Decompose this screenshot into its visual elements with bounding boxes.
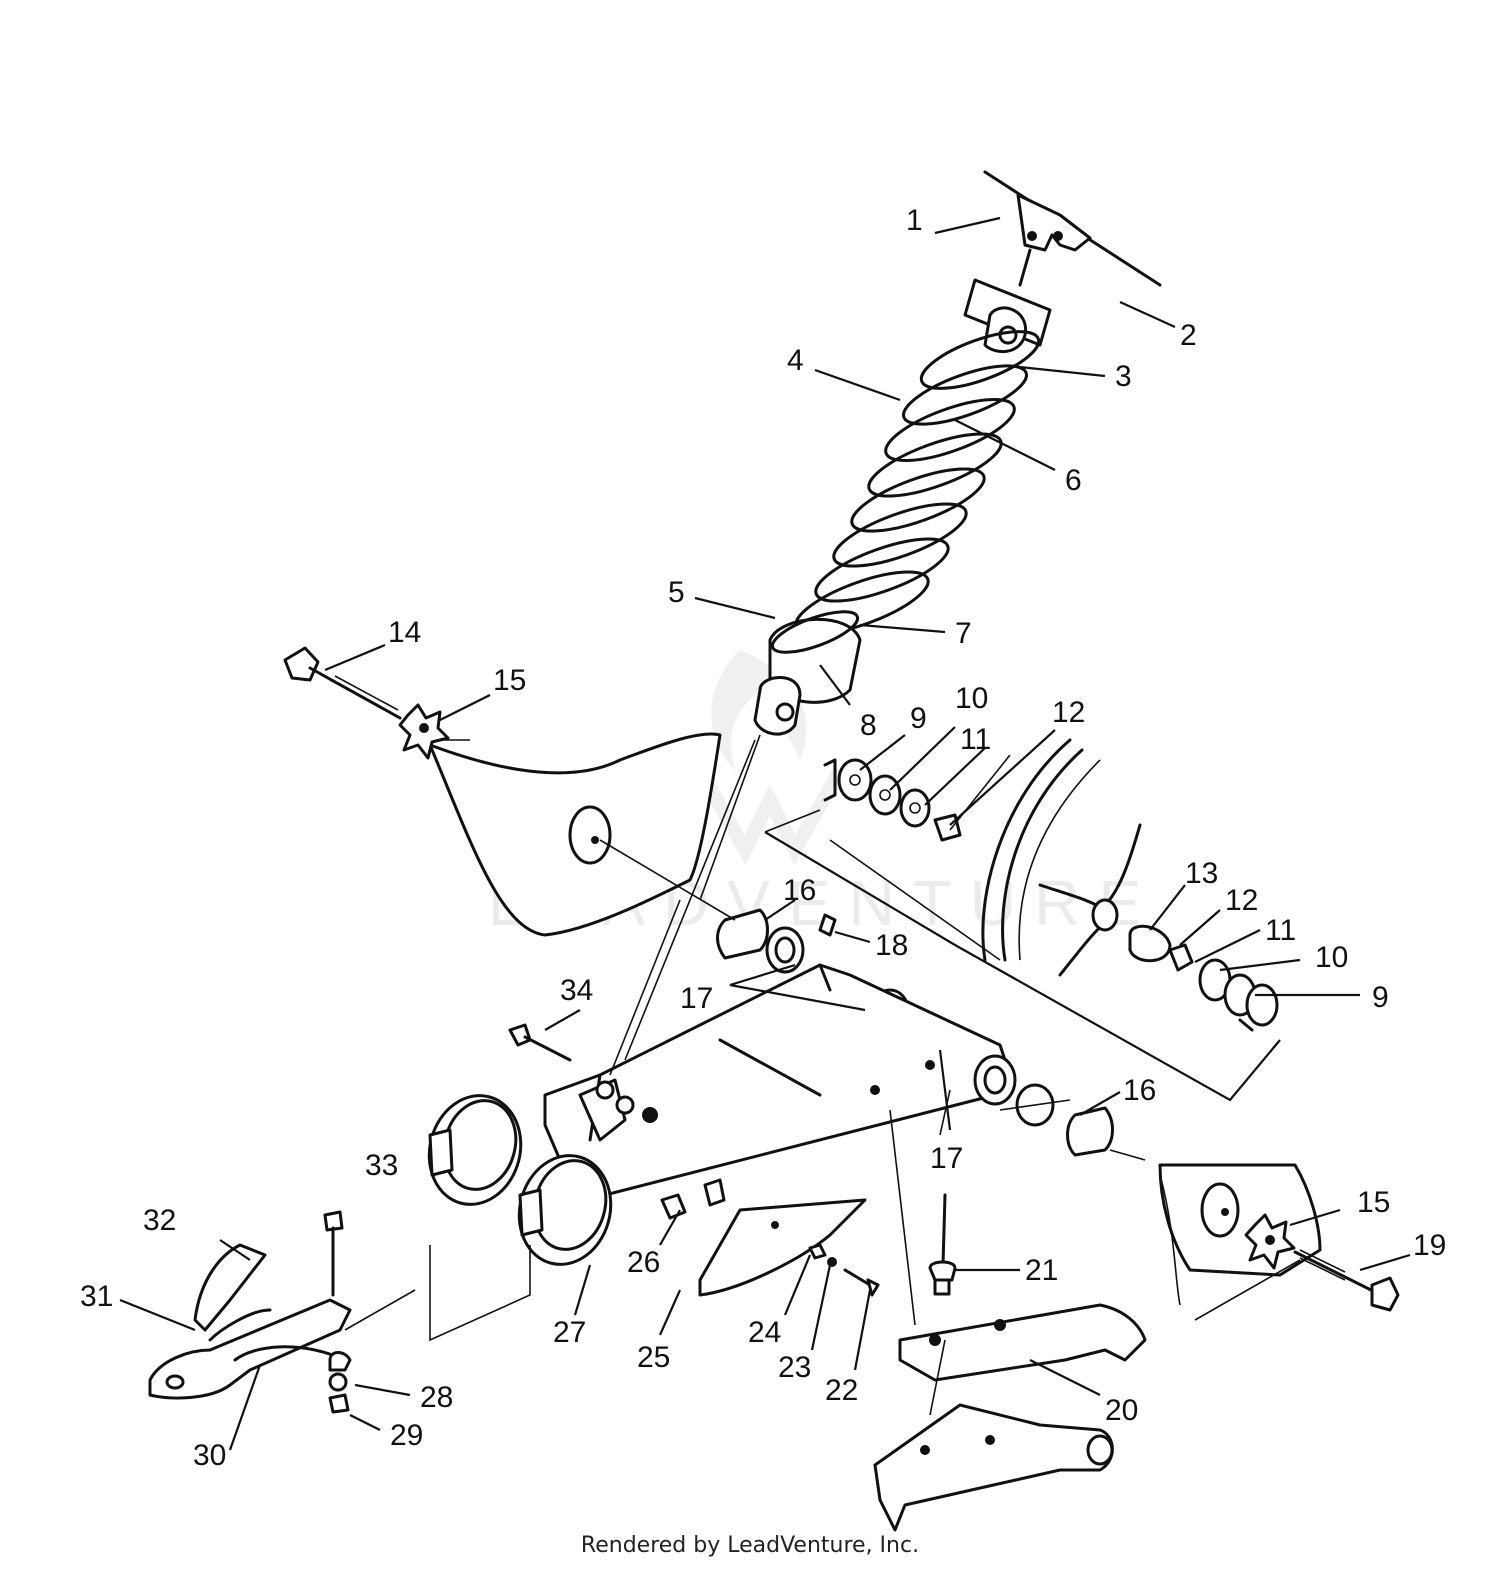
right-bracket-plate	[1158, 1163, 1322, 1306]
plate-20	[898, 1303, 1147, 1382]
bushings-lower	[1015, 1083, 1114, 1157]
stud-21	[928, 1193, 957, 1296]
lower-a-arm	[873, 1403, 1114, 1532]
callout-7: 7	[955, 617, 972, 650]
callout-4: 4	[787, 344, 804, 377]
washer-15-right	[1244, 1213, 1296, 1270]
callout-29: 29	[390, 1419, 423, 1452]
left-bracket-plate	[428, 732, 722, 937]
callout-10-lower: 10	[1315, 941, 1348, 974]
callout-6: 6	[1065, 464, 1082, 497]
callout-14: 14	[388, 616, 421, 649]
washer-15-left	[398, 703, 450, 760]
callout-labels: 1 2 3 4 5 6 7 8 9 10 11 12 13 12 11 10 9…	[80, 204, 1446, 1472]
wheel-edge	[981, 738, 1101, 962]
upper-hardware	[823, 758, 962, 842]
callout-16-upper: 16	[783, 874, 816, 907]
callout-5: 5	[668, 576, 685, 609]
callout-2: 2	[1180, 319, 1197, 352]
callout-28: 28	[420, 1381, 453, 1414]
callout-30: 30	[193, 1439, 226, 1472]
callout-20: 20	[1105, 1394, 1138, 1427]
lower-hardware	[1128, 924, 1279, 1032]
swing-arm	[427, 963, 1017, 1266]
bolt-33	[323, 1210, 344, 1297]
callout-19: 19	[1413, 1229, 1446, 1262]
callout-3: 3	[1115, 360, 1132, 393]
callout-15-left: 15	[493, 664, 526, 697]
callout-8: 8	[860, 709, 877, 742]
callout-13: 13	[1185, 857, 1218, 890]
callout-1: 1	[906, 204, 923, 237]
callout-27: 27	[553, 1316, 586, 1349]
callout-22: 22	[825, 1374, 858, 1407]
callout-34: 34	[560, 974, 593, 1007]
guide-lines	[344, 734, 1301, 1416]
frame-bracket	[983, 170, 1162, 287]
callout-12-upper: 12	[1052, 696, 1085, 729]
callout-11-upper: 11	[960, 723, 991, 756]
coil-spring	[794, 330, 1041, 636]
callout-15-right: 15	[1357, 1186, 1390, 1219]
callout-25: 25	[637, 1341, 670, 1374]
bolt-14	[283, 646, 402, 720]
callout-31: 31	[80, 1280, 113, 1313]
callout-32: 32	[143, 1204, 176, 1237]
callout-9-lower: 9	[1372, 981, 1389, 1014]
callout-11-lower: 11	[1265, 914, 1296, 947]
footer-credit: Rendered by LeadVenture, Inc.	[580, 1533, 920, 1558]
callout-16-lower: 16	[1123, 1074, 1156, 1107]
leader-lines	[119, 216, 1411, 1451]
callout-10-upper: 10	[955, 682, 988, 715]
callout-23: 23	[778, 1351, 811, 1384]
callout-18: 18	[875, 929, 908, 962]
bolt-34	[508, 1023, 572, 1062]
callout-17-upper: 17	[680, 982, 713, 1015]
callout-24: 24	[748, 1316, 781, 1349]
callout-12-lower: 12	[1225, 884, 1258, 917]
bolt-19	[1293, 1249, 1400, 1312]
skid-plate-25	[698, 1198, 867, 1297]
bracket-assembly-30	[148, 1243, 352, 1414]
callout-26: 26	[627, 1246, 660, 1279]
callout-9-upper: 9	[910, 702, 927, 735]
callout-33: 33	[365, 1149, 398, 1182]
hub-star	[1038, 823, 1142, 977]
callout-17-lower: 17	[930, 1142, 963, 1175]
shock-absorber	[753, 278, 1052, 736]
callout-21: 21	[1025, 1254, 1058, 1287]
